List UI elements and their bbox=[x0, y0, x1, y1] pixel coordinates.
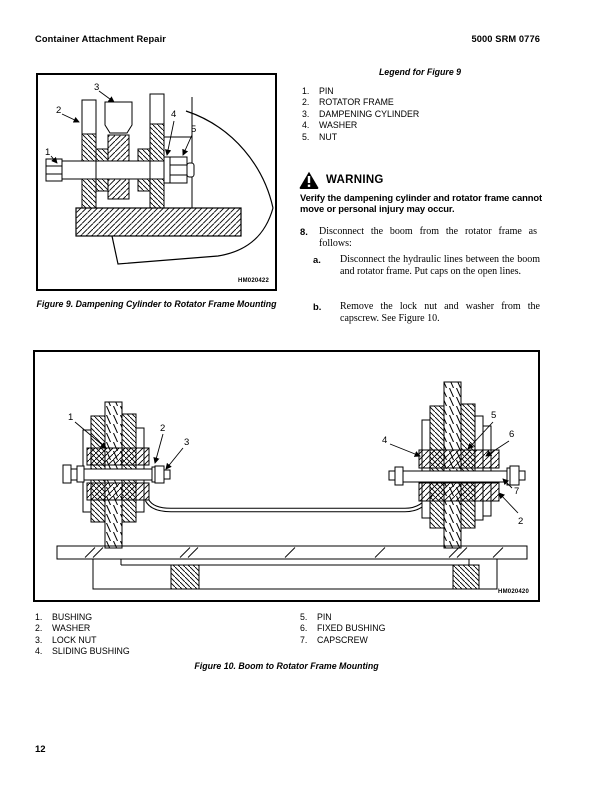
figure10-callout-4: 4 bbox=[382, 435, 387, 446]
legend-item: 5.PIN bbox=[300, 612, 332, 622]
legend-item: 1.PIN bbox=[302, 86, 334, 96]
figure9-callout-4: 4 bbox=[171, 109, 176, 120]
step-8: 8. Disconnect the boom from the rotator … bbox=[300, 226, 540, 250]
warning-triangle-icon bbox=[299, 171, 319, 189]
legend-item: 4.SLIDING BUSHING bbox=[35, 646, 130, 657]
figure10-caption: Figure 10. Boom to Rotator Frame Mountin… bbox=[194, 661, 379, 671]
figure9-frame: 1 2 3 4 5 HM020422 bbox=[36, 73, 277, 291]
figure9-diagram: 1 2 3 4 5 HM020422 bbox=[45, 82, 274, 284]
substep-text: Remove the lock nut and washer from the … bbox=[340, 301, 540, 324]
step-number: 8. bbox=[300, 226, 308, 237]
figure10-callout-6: 6 bbox=[509, 429, 514, 440]
substep-b: b. Remove the lock nut and washer from t… bbox=[313, 301, 540, 325]
figure10-callout-2b: 2 bbox=[518, 516, 523, 527]
figure9-legend-title: Legend for Figure 9 bbox=[378, 67, 462, 77]
legend-item: 6.FIXED BUSHING bbox=[300, 623, 386, 634]
page-number: 12 bbox=[35, 744, 46, 755]
figure10-diagram: 1 2 3 4 5 6 7 2 HM020420 bbox=[56, 381, 529, 595]
legend-item: 2.WASHER bbox=[35, 623, 91, 634]
figure10-callout-1: 1 bbox=[68, 412, 73, 423]
header-section-title: Container Attachment Repair bbox=[35, 34, 166, 44]
figure10-callout-7: 7 bbox=[514, 486, 519, 497]
legend-item: 5.NUT bbox=[302, 131, 338, 142]
figure9-callout-5: 5 bbox=[191, 124, 196, 135]
figure9-caption: Figure 9. Dampening Cylinder to Rotator … bbox=[36, 299, 277, 309]
warning-title: WARNING bbox=[326, 174, 384, 186]
substep-letter: a. bbox=[313, 254, 321, 265]
figure9-callout-1: 1 bbox=[45, 147, 50, 158]
figure9-image-code: HM020422 bbox=[238, 278, 269, 284]
legend-item: 1.BUSHING bbox=[35, 612, 93, 622]
figure10-legend-col2: 5.PIN 6.FIXED BUSHING 7.CAPSCREW bbox=[300, 612, 540, 646]
figure9-callout-2: 2 bbox=[56, 105, 61, 116]
legend-item: 7.CAPSCREW bbox=[300, 634, 368, 645]
figure10-callout-5: 5 bbox=[491, 410, 496, 421]
substep-text: Disconnect the hydraulic lines between t… bbox=[340, 254, 540, 277]
figure9-legend: 1.PIN 2.ROTATOR FRAME 3.DAMPENING CYLIND… bbox=[302, 86, 540, 143]
figure10-callout-2: 2 bbox=[160, 423, 165, 434]
legend-item: 3.DAMPENING CYLINDER bbox=[302, 108, 420, 119]
header-doc-number: 5000 SRM 0776 bbox=[471, 34, 540, 44]
figure10-legend-col1: 1.BUSHING 2.WASHER 3.LOCK NUT 4.SLIDING … bbox=[35, 612, 285, 658]
warning-header: WARNING bbox=[299, 171, 384, 189]
figure10-frame: 1 2 3 4 5 6 7 2 HM020420 bbox=[33, 350, 540, 602]
legend-item: 2.ROTATOR FRAME bbox=[302, 97, 394, 108]
figure9-callout-3: 3 bbox=[94, 82, 99, 93]
substep-a: a. Disconnect the hydraulic lines betwee… bbox=[313, 254, 540, 278]
figure10-callout-3: 3 bbox=[184, 437, 189, 448]
warning-text: Verify the dampening cylinder and rotato… bbox=[300, 192, 542, 215]
legend-item: 4.WASHER bbox=[302, 120, 358, 131]
legend-item: 3.LOCK NUT bbox=[35, 634, 97, 645]
figure10-image-code: HM020420 bbox=[498, 589, 529, 595]
substep-letter: b. bbox=[313, 301, 322, 312]
step-text: Disconnect the boom from the rotator fra… bbox=[319, 226, 537, 249]
